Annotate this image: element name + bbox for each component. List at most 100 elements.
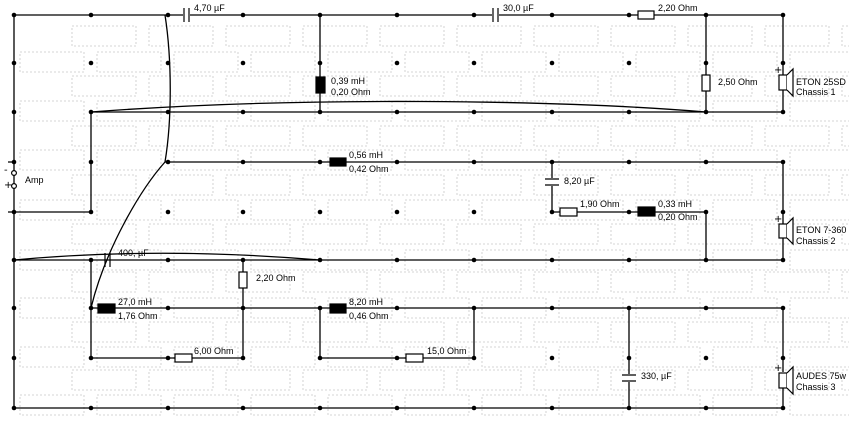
grid-cell [327,394,393,416]
grid-cell [327,51,393,73]
grid-cell [96,149,162,171]
node-dot [165,209,171,215]
speaker-name[interactable]: AUDES 75w [796,371,847,381]
speaker-polarity-plus: + [774,65,783,76]
grid-cell [379,271,445,293]
speaker-name[interactable]: ETON 7-360 [796,225,847,235]
grid-cell [764,369,830,391]
node-dot [240,60,246,66]
grid-cell [148,223,214,245]
resistor-label[interactable]: 2,20 Ohm [256,273,296,283]
grid-cell [148,25,214,47]
amp-label: Amp [25,175,44,185]
grid-cell [379,25,445,47]
node-dot [394,60,400,66]
grid-cell [302,223,368,245]
grid-cell [404,149,470,171]
grid-cell [533,321,599,343]
inductor-label[interactable]: 0,39 mH [331,76,366,86]
grid-cell [841,125,849,147]
resistor-label[interactable]: 1,90 Ohm [580,199,620,209]
grid-cell [610,75,676,97]
grid-cell [481,149,547,171]
grid-cell [404,394,470,416]
wire [91,308,244,359]
amp-plus: + [4,180,13,191]
grid-cell [302,25,368,47]
grid-cell [456,125,522,147]
grid-cell [687,271,753,293]
inductor-label[interactable]: 27,0 mH [118,297,153,307]
grid-cell [19,297,85,319]
grid-cell [71,25,137,47]
grid-cell [71,125,137,147]
inductor-label[interactable]: 0,33 mH [658,199,693,209]
grid-cell [456,174,522,196]
resistor-6-00 [174,353,193,363]
grid-cell [404,51,470,73]
grid-cell [687,369,753,391]
grid-cell [712,100,778,122]
grid-cell [71,223,137,245]
terminal-icon [11,170,18,177]
grid-cell [250,149,316,171]
grid-cell [789,249,849,271]
grid-cell [558,346,624,368]
grid-cell [764,174,830,196]
resistor-2-20-mid [238,271,248,289]
grid-cell [148,125,214,147]
capacitor-label[interactable]: 30,0 µF [503,3,534,13]
grid-cell [148,369,214,391]
grid-cell [558,149,624,171]
grid-cell [481,394,547,416]
grid-cell [96,199,162,221]
capacitor-label[interactable]: 8,20 µF [564,176,595,186]
inductor-resistance-label[interactable]: 0,20 Ohm [658,212,698,222]
resistor-label[interactable]: 6,00 Ohm [194,346,234,356]
grid-cell [379,321,445,343]
grid-cell [712,51,778,73]
inductor-resistance-label[interactable]: 1,76 Ohm [118,311,158,321]
grid-cell [764,75,830,97]
grid-cell [250,51,316,73]
inductor-resistance-label[interactable]: 0,42 Ohm [349,164,389,174]
grid-cell [96,51,162,73]
grid-cell [19,51,85,73]
grid-cell [71,75,137,97]
grid-cell [379,174,445,196]
resistor-label[interactable]: 15,0 Ohm [427,346,467,356]
grid-cell [327,199,393,221]
grid-cell [712,149,778,171]
grid-cell [327,149,393,171]
grid-cell [687,25,753,47]
wire [551,162,706,213]
grid-cell [558,394,624,416]
grid-cell [148,75,214,97]
grid-cell [71,369,137,391]
capacitor-label[interactable]: 330, µF [641,371,672,381]
inductor-label[interactable]: 8,20 mH [349,297,384,307]
speaker-icon [778,365,794,396]
resistor-label[interactable]: 2,50 Ohm [718,77,758,87]
resistor-label[interactable]: 2,20 Ohm [658,3,698,13]
grid-cell [173,199,239,221]
grid-cell [379,223,445,245]
inductor-resistance-label[interactable]: 0,46 Ohm [349,311,389,321]
grid-cell [841,321,849,343]
capacitor-label[interactable]: 4,70 µF [194,3,225,13]
grid-cell [789,199,849,221]
capacitor-label[interactable]: 400, µF [118,248,149,258]
node-dot [88,60,94,66]
grid-cell [404,199,470,221]
node-dot [471,60,477,66]
grid-cell [533,369,599,391]
grid-cell [610,223,676,245]
inductor-resistance-label[interactable]: 0,20 Ohm [331,87,371,97]
grid-cell [712,394,778,416]
grid-cell [687,321,753,343]
speaker-name[interactable]: ETON 25SD [796,77,846,87]
grid-cell [635,199,701,221]
inductor-label[interactable]: 0,56 mH [349,150,384,160]
grid-cell [789,51,849,73]
